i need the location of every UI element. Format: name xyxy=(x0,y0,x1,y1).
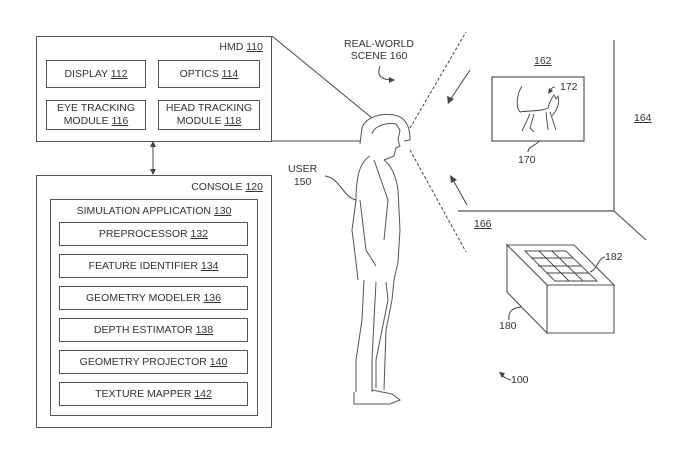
console-title: CONSOLE 120 xyxy=(191,181,263,193)
leader-170 xyxy=(527,140,540,153)
wall-back-label: 162 xyxy=(534,55,552,67)
leader-182 xyxy=(589,256,606,273)
picture-frame xyxy=(491,76,585,142)
fov-line-bottom xyxy=(409,149,467,253)
feature-identifier-module: FEATURE IDENTIFIER 134 xyxy=(59,254,248,278)
leader-180 xyxy=(508,306,522,321)
floor-corner-line xyxy=(613,210,647,241)
bidirectional-arrow-icon xyxy=(150,141,156,175)
fov-line-top xyxy=(409,31,467,129)
real-world-leader xyxy=(378,65,394,81)
cat-drawing-icon xyxy=(516,85,560,133)
floor-label: 166 xyxy=(474,218,492,230)
grid-label: 182 xyxy=(605,251,623,263)
real-world-scene-label: REAL-WORLD SCENE 160 xyxy=(344,38,415,62)
picture-label: 170 xyxy=(518,154,536,166)
user-label: USER 150 xyxy=(288,163,318,188)
texture-mapper-module: TEXTURE MAPPER 142 xyxy=(59,382,248,406)
hmd-title: HMD 110 xyxy=(219,41,263,53)
optics-module: OPTICS 114 xyxy=(158,60,260,88)
geometry-modeler-module: GEOMETRY MODELER 136 xyxy=(59,286,248,310)
hmd-callout-line-top xyxy=(271,35,373,119)
incoming-arrow-icon xyxy=(447,69,471,104)
box-label: 180 xyxy=(499,320,517,332)
depth-estimator-module: DEPTH ESTIMATOR 138 xyxy=(59,318,248,342)
user-figure xyxy=(351,114,411,405)
preprocessor-module: PREPROCESSOR 132 xyxy=(59,222,248,246)
figure-ref-label: 100 xyxy=(511,374,529,386)
outgoing-arrow-icon xyxy=(450,175,468,206)
simulation-application-title: SIMULATION APPLICATION 130 xyxy=(76,205,232,217)
picture-object-label: 172 xyxy=(560,81,578,93)
wall-right-label: 164 xyxy=(634,112,652,124)
geometry-projector-module: GEOMETRY PROJECTOR 140 xyxy=(59,350,248,374)
display-module: DISPLAY 112 xyxy=(46,60,146,88)
box-object xyxy=(505,243,616,335)
grid-surface xyxy=(523,250,599,282)
user-leader xyxy=(324,175,357,201)
